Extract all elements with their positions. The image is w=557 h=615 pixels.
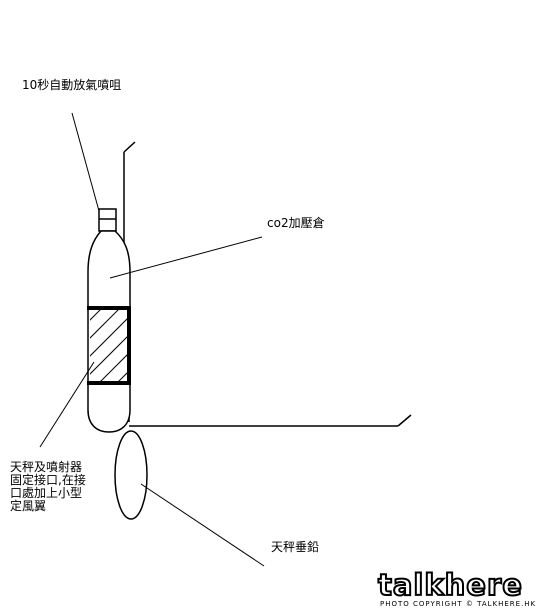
- nozzle-tip: [98, 208, 117, 232]
- watermark-copyright: PHOTO COPYRIGHT © TALKHERE.HK: [380, 600, 537, 608]
- leader-co2: [109, 236, 263, 279]
- scale-mount-label-line: 固定接口,在接: [10, 473, 86, 487]
- watermark-logo: talkhere PHOTO COPYRIGHT © TALKHERE.HK: [377, 568, 550, 610]
- scale-mount-label-line: 天秤及噴射器: [10, 460, 83, 474]
- scale-mount-label-line: 定風翼: [10, 499, 47, 513]
- watermark-logo-text: talkhere: [377, 568, 523, 602]
- mount-band: [87, 306, 131, 385]
- co2-cylinder: [87, 230, 131, 433]
- plumb-weight-label: 天秤垂鉛: [271, 540, 320, 554]
- leader-plumb: [140, 483, 265, 567]
- nozzle-label: 10秒自動放氣噴咀: [22, 78, 122, 92]
- leader-nozzle: [71, 112, 100, 212]
- co2-chamber-label: co2加壓倉: [267, 216, 325, 230]
- leader-scale-mount: [39, 361, 95, 448]
- scale-mount-label: 天秤及噴射器 固定接口,在接 口處加上小型 定風翼: [10, 461, 86, 513]
- plumb-weight: [114, 430, 148, 520]
- scale-mount-label-line: 口處加上小型: [10, 486, 83, 500]
- horizontal-beam: [129, 414, 412, 427]
